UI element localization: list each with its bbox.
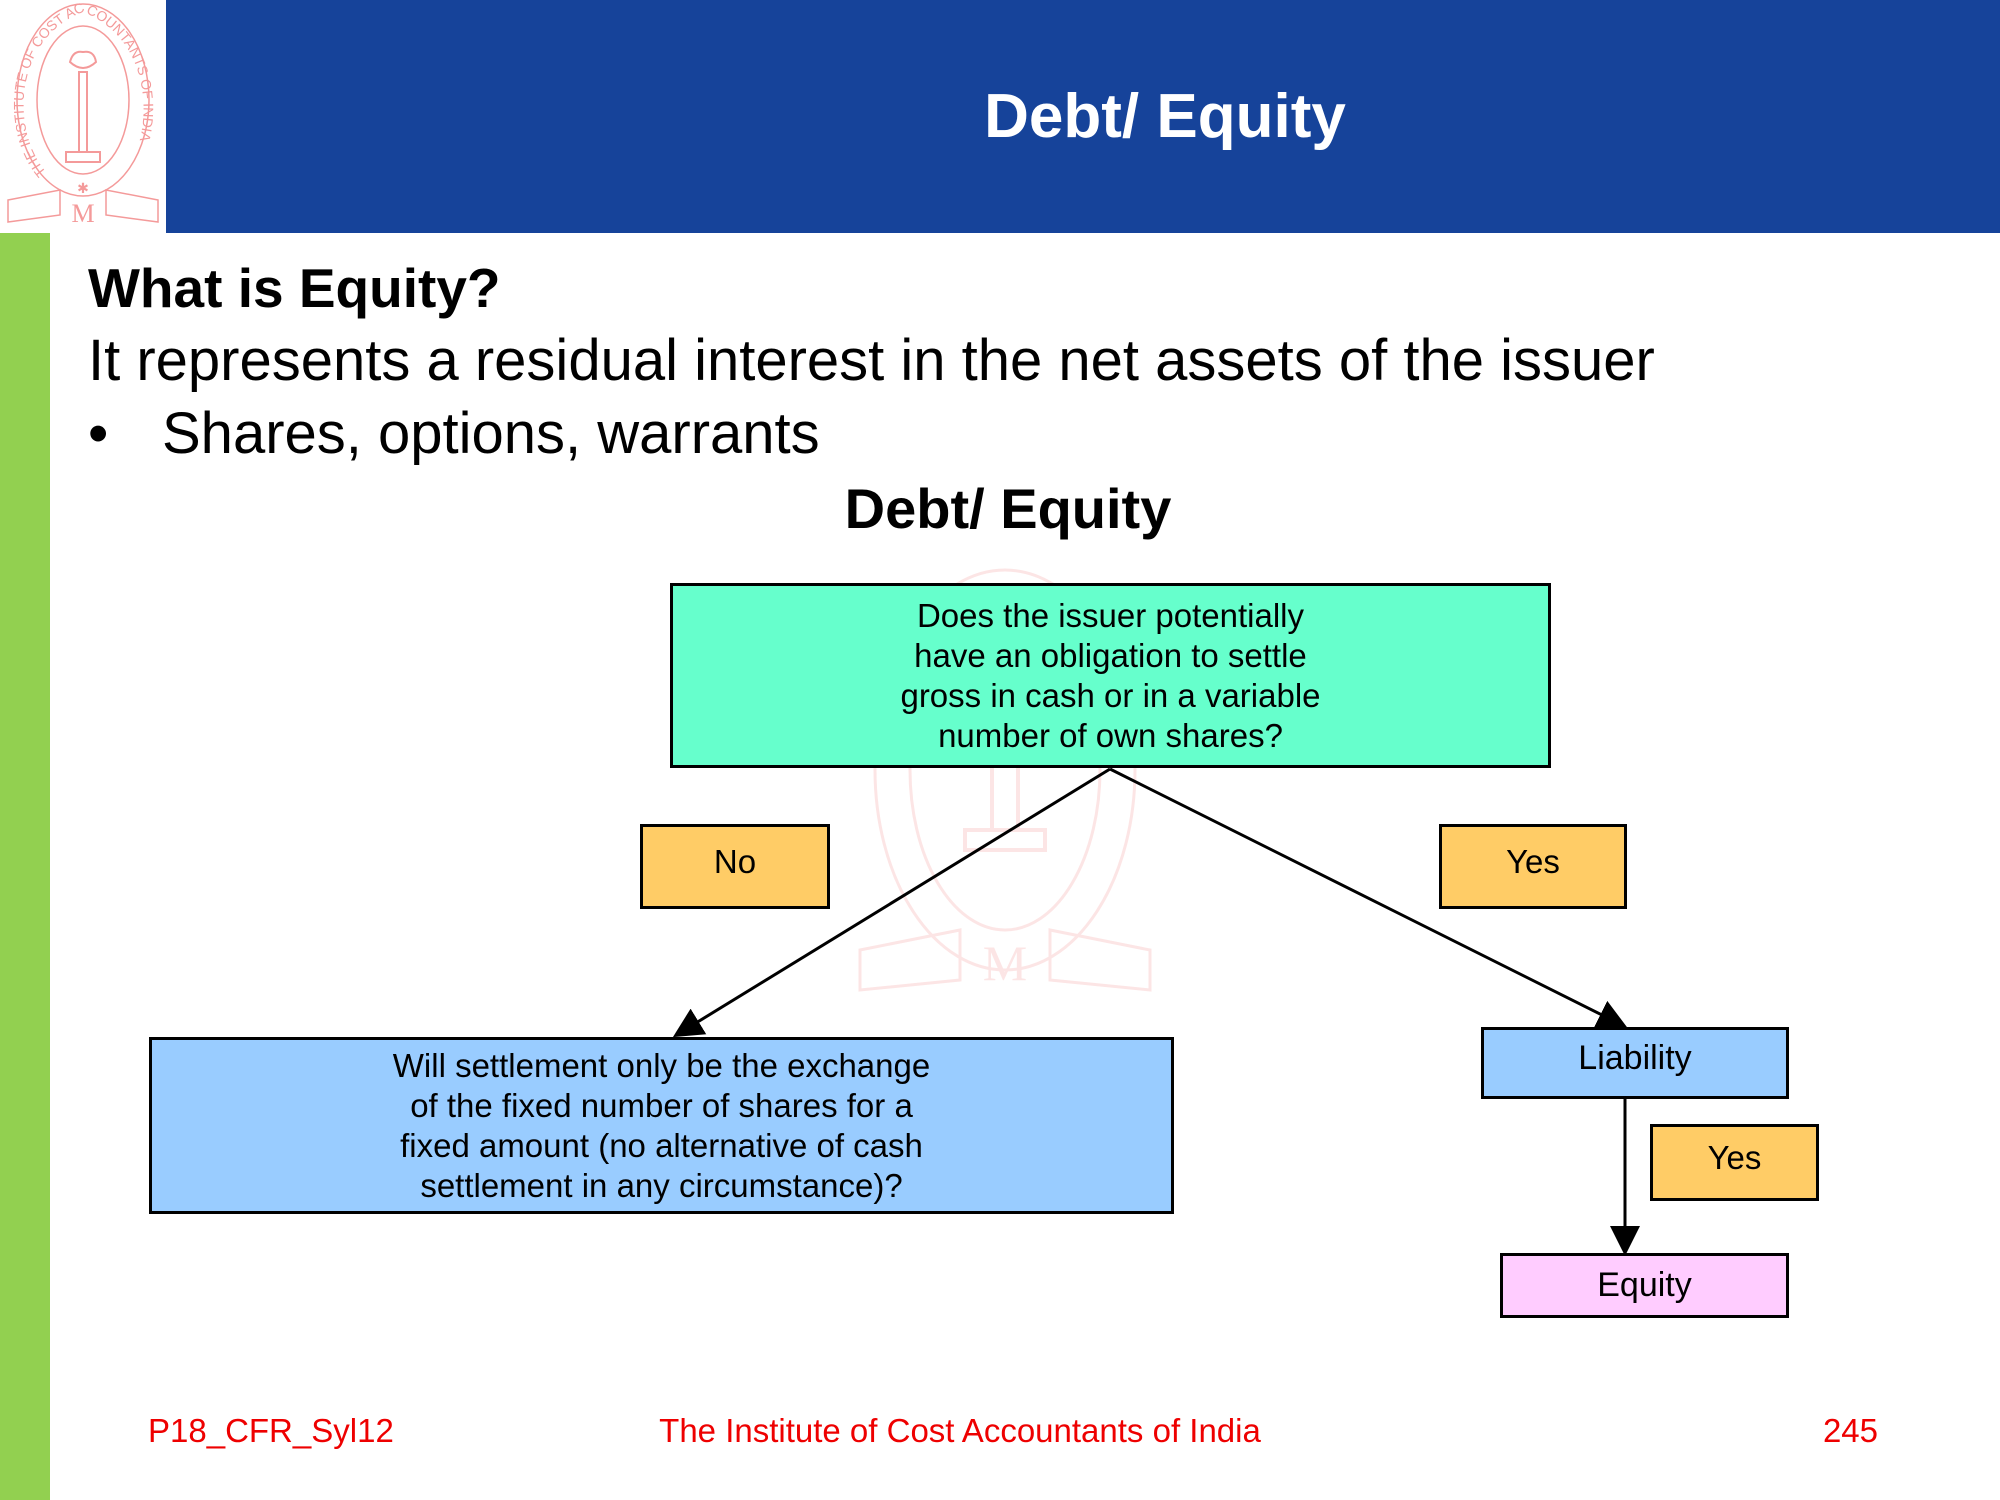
header-bar — [166, 0, 2000, 233]
no-label-box: No — [640, 824, 830, 909]
question-box-obligation: Does the issuer potentially have an obli… — [670, 583, 1551, 768]
question1-line: Does the issuer potentially — [916, 596, 1305, 634]
yes-label-box-2: Yes — [1650, 1124, 1819, 1201]
question1-line: number of own shares? — [938, 716, 1283, 754]
question1-line: have an obligation to settle — [914, 636, 1307, 674]
page-number: 245 — [1822, 1412, 1878, 1449]
question1-line: gross in cash or in a variable — [900, 676, 1321, 714]
yes-label-box: Yes — [1439, 824, 1627, 909]
question2-line: Will settlement only be the exchange — [392, 1046, 931, 1084]
question2-line: settlement in any circumstance)? — [420, 1166, 903, 1204]
svg-text:✱: ✱ — [77, 180, 89, 196]
question2-line: of the fixed number of shares for a — [410, 1086, 913, 1124]
side-accent-bar — [0, 233, 50, 1500]
question-box-settlement: Will settlement only be the exchange of … — [149, 1037, 1174, 1214]
svg-text:M: M — [71, 199, 94, 228]
question2-line: fixed amount (no alternative of cash — [400, 1126, 923, 1164]
slide-title-text: Debt/ Equity — [984, 82, 1346, 151]
slide-title: Debt/ Equity — [166, 0, 2000, 233]
svg-text:M: M — [983, 935, 1027, 991]
svg-text:THE INSTITUTE OF COST ACCOUNTA: THE INSTITUTE OF COST ACCOUNTANTS OF IND… — [11, 0, 157, 180]
bullet-text: Shares, options, warrants — [162, 401, 820, 466]
bullet-icon: • — [88, 401, 109, 466]
equity-box: Equity — [1500, 1253, 1789, 1318]
footer-code: P18_CFR_Syl12 — [148, 1412, 394, 1449]
diagram-title: Debt/ Equity — [844, 477, 1172, 540]
footer-institute: The Institute of Cost Accountants of Ind… — [659, 1412, 1261, 1449]
definition-text: It represents a residual interest in the… — [88, 328, 1655, 393]
section-heading: What is Equity? — [88, 257, 501, 319]
liability-box: Liability — [1481, 1027, 1789, 1099]
institute-logo: THE INSTITUTE OF COST ACCOUNTANTS OF IND… — [7, 0, 159, 228]
